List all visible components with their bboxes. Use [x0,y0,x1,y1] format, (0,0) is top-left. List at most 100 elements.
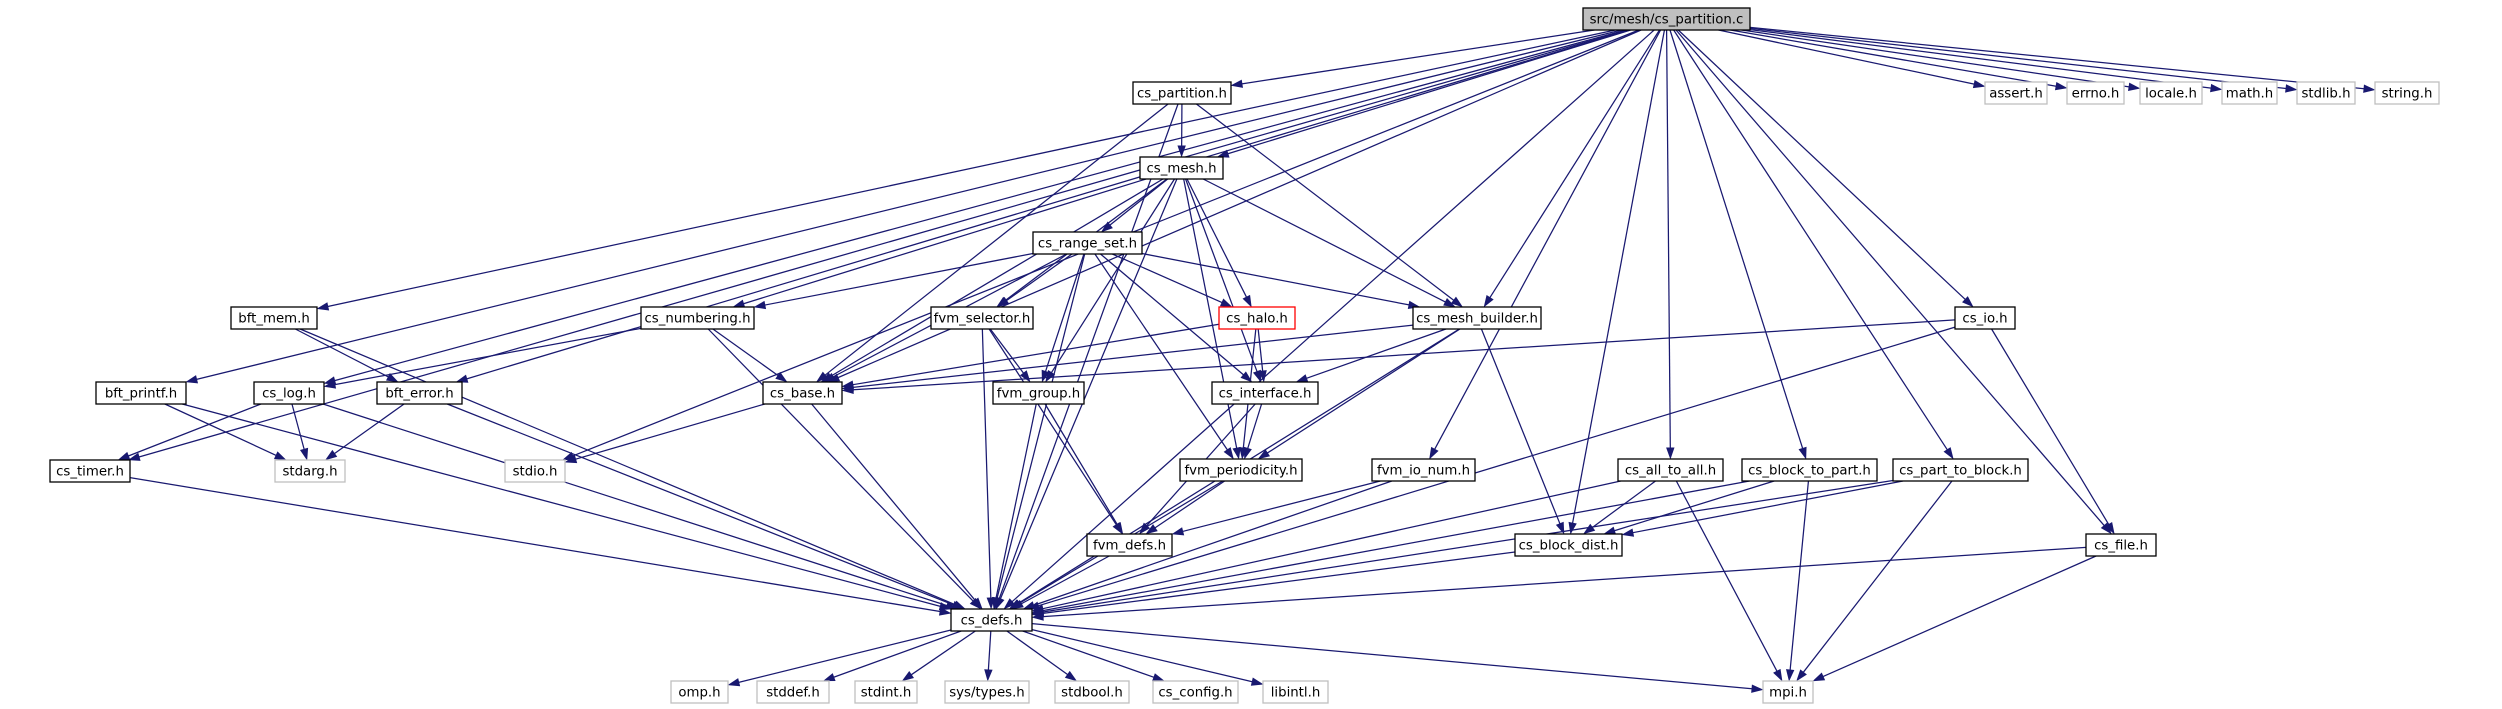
node-label: string.h [2382,87,2433,102]
node-label: src/mesh/cs_partition.c [1590,13,1744,28]
node-cs-defs-h[interactable]: cs_defs.h [950,608,1033,632]
node-cs-config-h: cs_config.h [1152,680,1239,704]
node-label: cs_all_to_all.h [1625,464,1716,479]
node-box [756,680,830,704]
edge-root-to-fvm_io_num_h [1429,29,1662,460]
node-label: fvm_periodicity.h [1184,464,1297,479]
node-cs-mesh-builder-h[interactable]: cs_mesh_builder.h [1412,306,1542,330]
arrowhead-icon [2128,82,2141,91]
node-cs-interface-h[interactable]: cs_interface.h [1211,381,1319,405]
node-cs-part-to-block-h[interactable]: cs_part_to_block.h [1892,458,2029,482]
edge-cs_block_to_part_h-to-cs_block_dist_h [1603,480,1775,535]
edge-line [1718,29,1975,85]
node-box [762,381,843,405]
nodes-layer: src/mesh/cs_partition.c cs_partition.h cs_… [49,7,2440,704]
node-cs-base-h[interactable]: cs_base.h [762,381,843,405]
arrowhead-icon [1568,521,1577,535]
node-box [1179,458,1303,482]
node-fvm-defs-h[interactable]: fvm_defs.h [1086,533,1173,557]
edge-cs_io_h-to-cs_file_h [1991,328,2115,535]
edge-line [712,328,779,377]
edge-bft_error_h-to-stdarg_h [325,403,405,461]
edge-bft_printf_h-to-cs_defs_h [182,403,952,611]
arrowhead-icon [727,678,741,687]
edge-line [1266,328,1461,454]
node-fvm-selector-h[interactable]: fvm_selector.h [930,306,1034,330]
node-box [950,608,1033,632]
edge-line [1050,178,1176,374]
node-cs-io-h[interactable]: cs_io.h [1954,306,2016,330]
arrowhead-icon [971,597,983,610]
arrowhead-icon [1242,294,1252,308]
node-label: cs_partition.h [1137,87,1227,102]
edge-root-to-bft_printf_h [185,29,1622,384]
arrowhead-icon [1785,669,1795,682]
node-fvm-periodicity-h[interactable]: fvm_periodicity.h [1179,458,1303,482]
arrowhead-icon [325,449,338,461]
node-stddef-h: stddef.h [756,680,830,704]
node-label: stddef.h [766,686,820,701]
edge-line [1669,29,1804,449]
arrowhead-icon [822,372,836,383]
node-box [1086,533,1173,557]
node-label: bft_error.h [385,387,453,402]
node-cs-mesh-h[interactable]: cs_mesh.h [1139,156,1224,180]
node-cs-block-to-part-h[interactable]: cs_block_to_part.h [1741,458,1878,482]
node-cs-range-set-h[interactable]: cs_range_set.h [1032,231,1143,255]
edge-line [833,630,962,678]
node-cs-partition-h[interactable]: cs_partition.h [1132,81,1232,105]
arrowhead-icon [1243,446,1252,460]
edge-line [1749,28,2212,89]
node-root[interactable]: src/mesh/cs_partition.c [1582,7,1751,31]
node-bft-error-h[interactable]: bft_error.h [376,381,463,405]
edge-cs_io_h-to-cs_base_h [841,319,1956,394]
arrowhead-icon [1751,684,1764,693]
node-box [2374,81,2440,105]
edge-cs_mesh_h-to-cs_mesh_builder_h [1202,178,1456,308]
node-fvm-group-h[interactable]: fvm_group.h [992,381,1085,405]
edge-line [1241,29,1595,85]
edge-line [1154,480,1225,529]
node-box [1617,458,1724,482]
edge-line [1006,630,1069,676]
arrowhead-icon [117,451,131,461]
arrowhead-icon [938,607,952,616]
node-label: bft_mem.h [238,312,310,327]
edge-line [1789,480,1810,671]
node-cs-halo-h[interactable]: cs_halo.h [1218,306,1296,330]
node-label: stdio.h [513,465,558,480]
node-label: cs_file.h [2094,539,2148,554]
node-cs-numbering-h[interactable]: cs_numbering.h [640,306,755,330]
node-cs-block-dist-h[interactable]: cs_block_dist.h [1514,533,1623,557]
node-label: stdbool.h [1061,686,1123,701]
arrowhead-icon [185,375,199,384]
node-label: cs_timer.h [56,465,124,480]
node-label: assert.h [1989,87,2043,102]
arrowhead-icon [775,371,788,383]
node-cs-file-h[interactable]: cs_file.h [2085,533,2157,557]
node-box [1262,680,1329,704]
node-bft-mem-h[interactable]: bft_mem.h [230,306,318,330]
edge-cs_defs_h-to-stdint_h [901,630,976,682]
node-label: errno.h [2072,87,2120,102]
node-label: cs_halo.h [1226,312,1288,327]
arrowhead-icon [455,374,469,383]
edge-line [1042,546,2087,618]
edge-fvm_io_num_h-to-fvm_defs_h [1171,480,1381,536]
node-bft-printf-h[interactable]: bft_printf.h [95,381,187,405]
node-box [670,680,729,704]
arrowhead-icon [753,300,767,310]
edge-fvm_defs_h-to-cs_defs_h [1011,555,1110,610]
node-cs-all-to-all-h[interactable]: cs_all_to_all.h [1617,458,1724,482]
node-stdint-h: stdint.h [854,680,918,704]
arrowhead-icon [1100,221,1113,233]
edge-fvm_io_num_h-to-cs_defs_h [1022,480,1393,610]
node-cs-log-h[interactable]: cs_log.h [253,381,325,405]
node-fvm-io-num-h[interactable]: fvm_io_num.h [1371,458,1476,482]
node-cs-timer-h[interactable]: cs_timer.h [49,459,131,483]
edge-root-to-cs_timer_h [127,29,1629,461]
edge-line [1182,480,1381,533]
edge-line [1749,26,2365,90]
edge-cs_numbering_h-to-cs_base_h [712,328,788,383]
